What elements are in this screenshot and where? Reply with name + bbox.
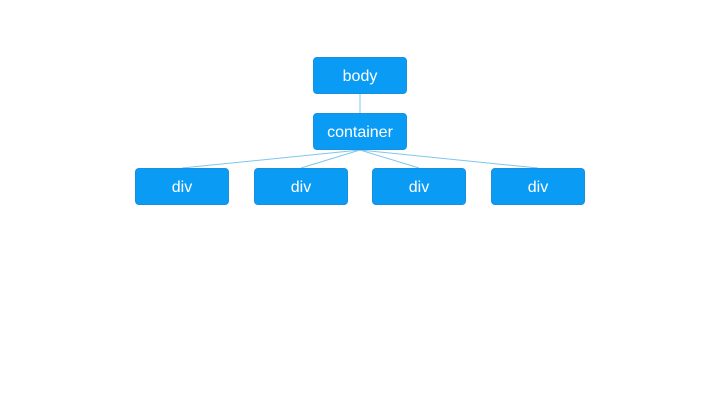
node-div-2-label: div [290,179,312,196]
node-div-4-label: div [527,179,549,196]
edge-container-div-3 [359,149,420,169]
node-div-4: div [491,168,585,205]
node-container-label: container [327,124,393,141]
edge-container-div-1 [181,149,361,169]
node-div-3: div [372,168,466,205]
node-div-1: div [135,168,229,205]
edge-container-div-2 [300,149,361,169]
node-body: body [313,57,407,94]
edge-container-div-4 [359,149,539,169]
node-body-label: body [342,68,378,85]
node-div-1-label: div [171,179,193,196]
node-container: container [313,113,407,150]
node-div-2: div [254,168,348,205]
node-div-3-label: div [408,179,430,196]
